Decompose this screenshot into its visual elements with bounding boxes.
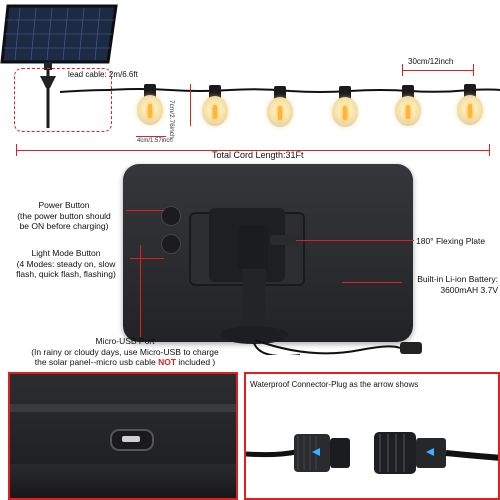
micro-usb-title: Micro-USB Port [95, 336, 155, 346]
bulb-width-label: 4cm/1.57inch [137, 138, 173, 144]
power-button-desc-2: be ON before charging) [19, 221, 109, 232]
string-cable [107, 88, 500, 93]
battery-compartment [189, 208, 305, 286]
lead-cable-label: lead cable: 2m/6.6ft [68, 70, 138, 79]
micro-usb-desc-2: the solar panel--micro usb cable NOT inc… [0, 357, 250, 368]
power-button-pointer [126, 210, 164, 211]
closeup-edge [10, 404, 236, 412]
spacing-tick-left [402, 64, 403, 76]
closeup-highlight [10, 464, 236, 498]
bulb-height-line [190, 84, 191, 126]
bulb-1 [135, 84, 165, 128]
light-mode-title: Light Mode Button [31, 248, 101, 258]
battery-callout: Built-in Li-ion Battery: 3600mAH 3.7V [404, 274, 498, 295]
light-mode-desc-1: (4 Modes: steady on, slow [16, 258, 116, 269]
spacing-dimension-line [402, 70, 474, 71]
micro-usb-desc-1: (In rainy or cloudy days, use Micro-USB … [31, 346, 219, 357]
connector-plugs [246, 432, 498, 474]
battery-pointer [342, 282, 402, 283]
bulb-5 [393, 85, 423, 129]
panel-dashed-outline [14, 68, 112, 132]
micro-usb-port [110, 429, 154, 451]
connector-cable [254, 339, 422, 355]
light-mode-desc-2: flash, quick flash, flashing) [16, 269, 116, 280]
flex-plate-label: 180° Flexing Plate [416, 236, 486, 246]
power-button-desc-1: (the power button should [17, 210, 111, 221]
power-button-title: Power Button [38, 200, 90, 210]
power-button [161, 206, 181, 226]
micro-usb-closeup [8, 372, 238, 500]
battery-label-1: Built-in Li-ion Battery: [417, 274, 498, 284]
spacing-label: 30cm/12inch [408, 57, 454, 66]
light-mode-button [161, 234, 181, 254]
bulb-4 [330, 86, 360, 130]
micro-usb-pointer [140, 245, 141, 337]
total-length-line [16, 150, 490, 151]
micro-usb-not: NOT [158, 357, 177, 368]
micro-usb-desc-2a: the solar panel--micro usb cable [34, 357, 159, 368]
bulb-6 [455, 84, 485, 128]
light-mode-pointer [130, 258, 164, 259]
waterproof-label: Waterproof Connector-Plug as the arrow s… [250, 380, 419, 389]
bulb-width-line [136, 136, 166, 137]
solar-panel-image [0, 0, 130, 140]
battery-label-2: 3600mAH 3.7V [440, 284, 498, 295]
power-button-callout: Power Button (the power button should be… [2, 200, 126, 232]
solar-panel-back [123, 164, 413, 342]
bulb-3 [265, 86, 295, 130]
panel-stand [220, 225, 300, 355]
micro-usb-desc-2c: included ) [176, 357, 216, 368]
total-length-tick-left [16, 144, 17, 156]
light-mode-callout: Light Mode Button (4 Modes: steady on, s… [2, 248, 130, 280]
micro-usb-callout: Micro-USB Port (In rainy or cloudy days,… [0, 336, 250, 368]
waterproof-connector-closeup: Waterproof Connector-Plug as the arrow s… [244, 372, 500, 500]
total-length-tick-right [489, 144, 490, 156]
total-length-label: Total Cord Length:31Ft [212, 150, 304, 160]
bulb-height-label: 7cm/2.76inch [168, 100, 175, 139]
spacing-tick-right [473, 64, 474, 76]
bulb-2 [200, 85, 230, 129]
flex-plate-pointer [296, 240, 414, 241]
